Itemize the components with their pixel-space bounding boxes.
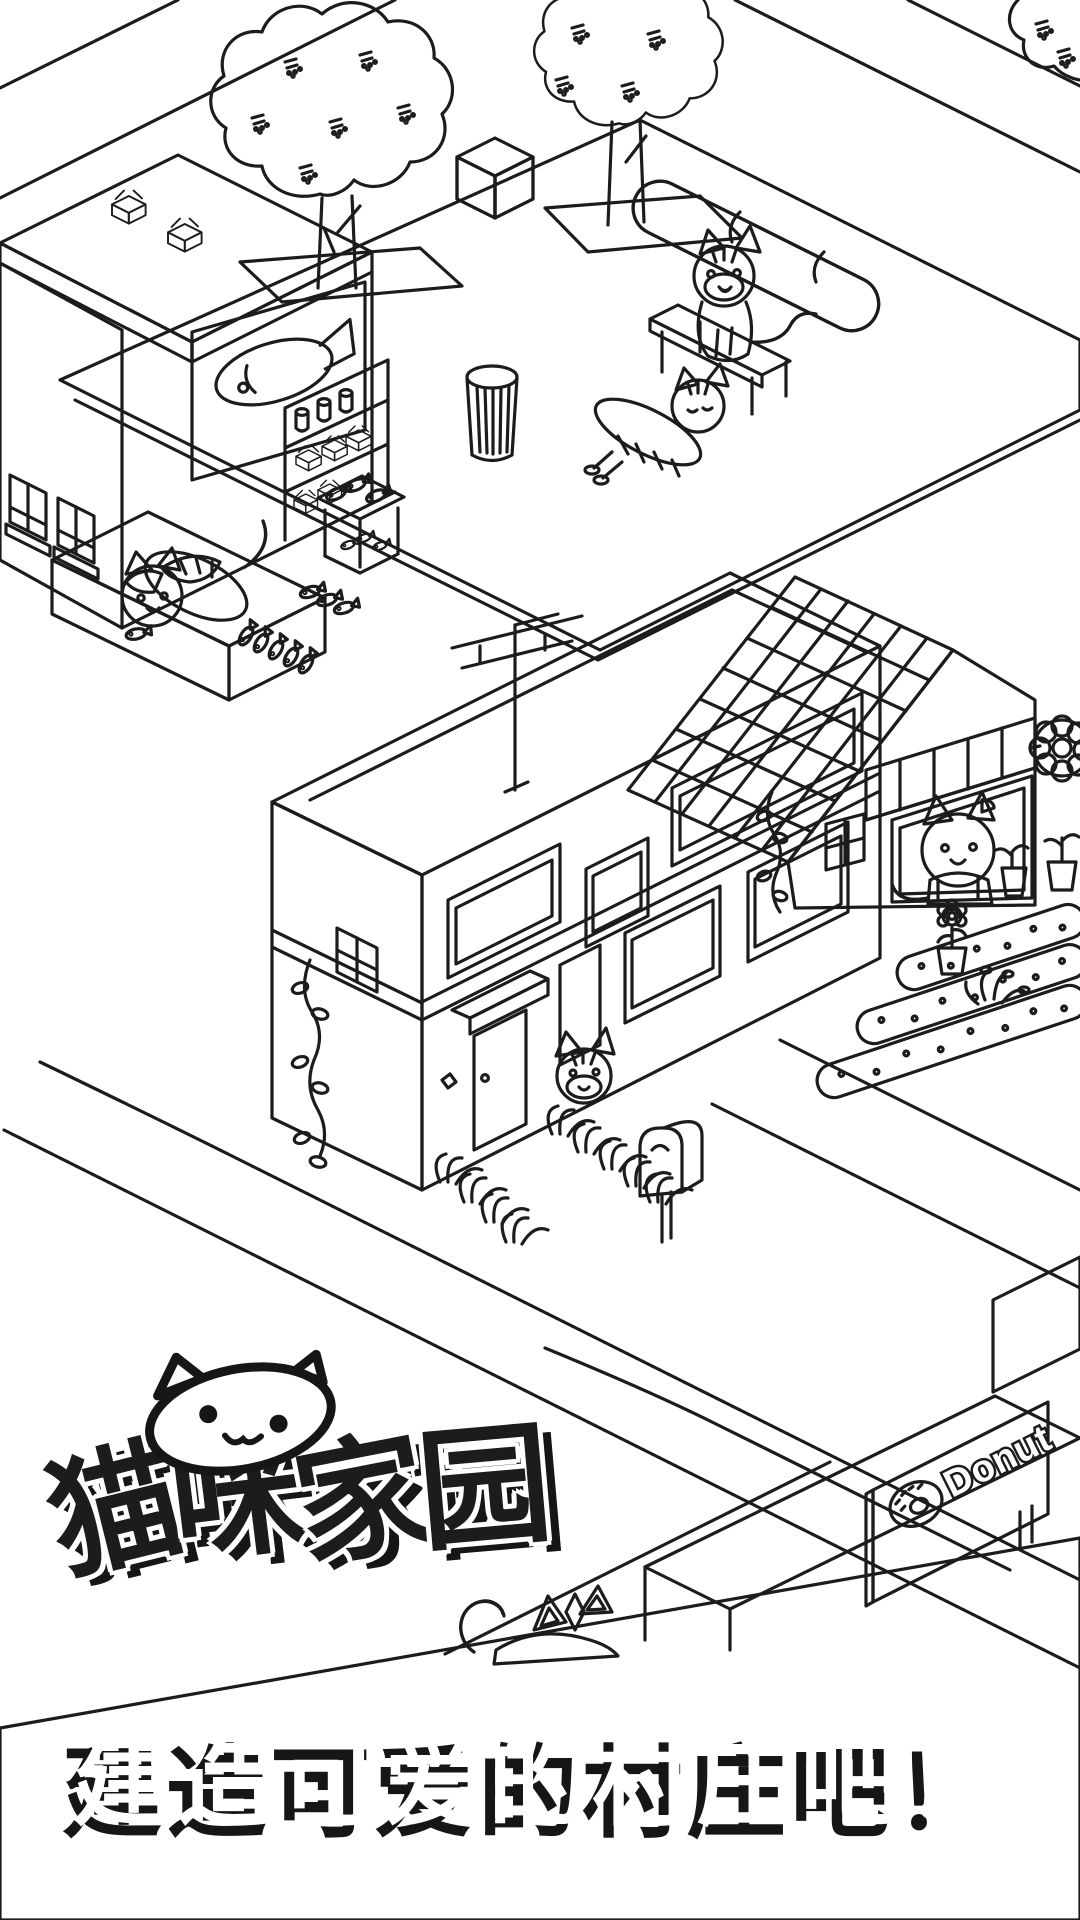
potted-plant-right xyxy=(1043,833,1080,892)
cat-white-in-window xyxy=(890,790,996,906)
windows-first-floor xyxy=(558,820,850,1067)
flower-sign-icon xyxy=(1028,714,1080,783)
hedge-log xyxy=(631,179,881,333)
donut-sign-label: Donut xyxy=(937,1417,1058,1506)
promo-banner xyxy=(0,1536,1080,1920)
tv-antenna xyxy=(450,612,584,794)
awning xyxy=(864,716,1037,822)
wall-vine xyxy=(290,958,330,1169)
road-top-left xyxy=(0,0,397,200)
main-house-roof xyxy=(270,571,882,877)
road-top-right xyxy=(733,0,1080,174)
cat-gray-on-bench xyxy=(692,224,818,363)
tree-1 xyxy=(209,1,455,290)
donut-icon xyxy=(888,1480,944,1528)
cat-orange-peeking xyxy=(459,1584,620,1666)
windows-second-floor xyxy=(446,691,864,980)
game-title-block: 猫咪家园 xyxy=(33,1328,622,1598)
side-fish-stand xyxy=(316,472,406,575)
fish-shop-windows xyxy=(4,473,100,581)
title-char-4: 园 xyxy=(412,1409,557,1568)
gable-window xyxy=(824,812,866,872)
promo-tagline: 建造可爱的村庄吧！ xyxy=(72,1726,1008,1838)
trash-can xyxy=(465,364,519,463)
fish-sign-icon xyxy=(214,317,356,407)
tiled-house xyxy=(626,575,1080,914)
lower-road xyxy=(2,1038,1080,1670)
fish-counter xyxy=(50,510,363,702)
fish-sign xyxy=(190,280,367,482)
tree-corner xyxy=(1007,0,1080,82)
fish-shop xyxy=(0,153,406,702)
garden-beds xyxy=(815,902,1080,1100)
tree-2 xyxy=(532,0,724,227)
main-house-left-wall xyxy=(270,800,424,1192)
donut-shop-roof xyxy=(643,1394,1080,1611)
roof-tiles xyxy=(650,587,931,852)
cat-orange-lying xyxy=(583,362,730,486)
fish-shop-shelves xyxy=(283,358,390,542)
shop-window-opening xyxy=(890,774,1034,904)
cat-orange-on-counter xyxy=(120,519,268,643)
main-house xyxy=(270,571,882,1192)
mailbox xyxy=(638,1120,704,1244)
gable-vine xyxy=(755,790,789,914)
upper-plaza xyxy=(58,118,1080,662)
cat-logo-icon xyxy=(145,1349,336,1476)
building-right-partial xyxy=(991,1255,1080,1394)
left-wall-window xyxy=(335,926,379,994)
donut-shop: Donut xyxy=(643,1255,1080,1652)
floor-divider xyxy=(270,771,882,1022)
window-potted-plant xyxy=(994,844,1030,898)
ground-stipple xyxy=(238,194,744,304)
door-group xyxy=(440,969,550,1152)
sprout-cluster xyxy=(964,965,1031,1006)
stone-block xyxy=(455,136,535,220)
fish-shop-roof xyxy=(0,153,374,364)
cat-gray-at-door xyxy=(554,1026,616,1105)
